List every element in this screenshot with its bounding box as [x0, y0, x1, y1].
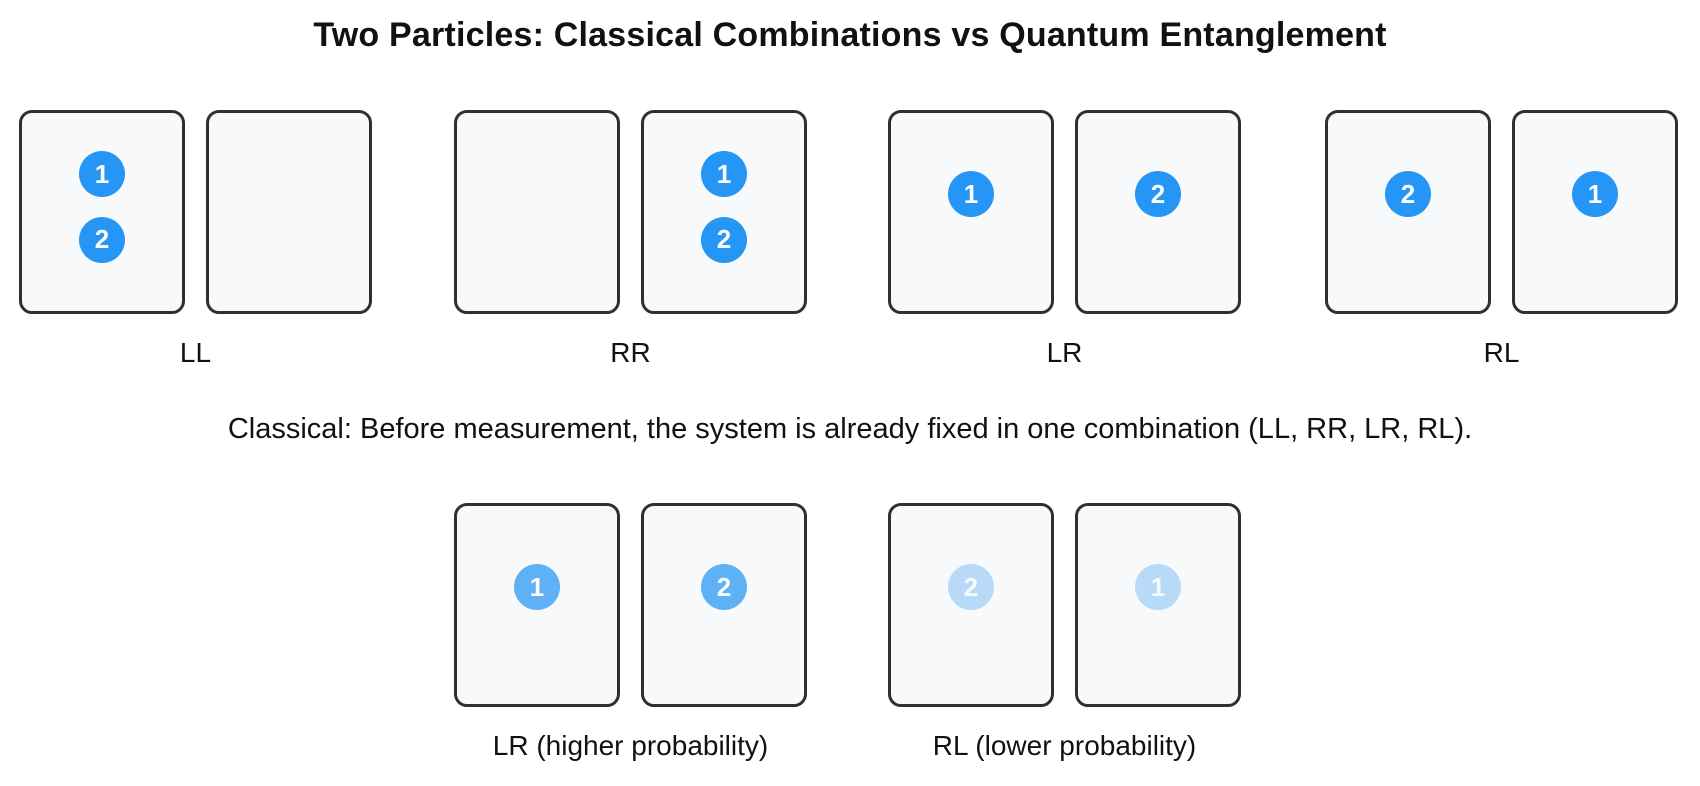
- classical-caption: Classical: Before measurement, the syste…: [227, 413, 1473, 445]
- right-box: 1: [1075, 503, 1241, 707]
- particle-2-badge: 2: [79, 216, 125, 263]
- box-pair: 1 2: [454, 110, 807, 314]
- particle-2-badge-faded: 2: [701, 564, 747, 611]
- left-box: 2: [1325, 110, 1491, 314]
- particle-1-badge-faded: 1: [514, 564, 560, 611]
- right-box: 2: [1075, 110, 1241, 314]
- group-label-rr: RR: [610, 337, 651, 368]
- left-box: 1: [888, 110, 1054, 314]
- particle-1-badge: 1: [79, 151, 125, 198]
- particle-2-badge-faint: 2: [948, 564, 994, 611]
- group-label-lr-higher: LR (higher probability): [492, 730, 769, 761]
- particle-1-badge: 1: [1572, 171, 1618, 218]
- right-box: 2: [641, 503, 807, 707]
- particle-2-badge: 2: [701, 216, 747, 263]
- right-box: 1: [1512, 110, 1678, 314]
- quantum-group-lr: 1 2 LR (higher probability): [454, 503, 807, 763]
- classical-group-lr: 1 2 LR: [888, 110, 1241, 370]
- quantum-group-rl: 2 1 RL (lower probability): [888, 503, 1241, 763]
- box-pair: 1 2: [454, 503, 807, 707]
- box-pair: 1 2: [888, 110, 1241, 314]
- particle-2-badge: 2: [1385, 171, 1431, 218]
- right-box: 1 2: [641, 110, 807, 314]
- left-box-empty: [454, 110, 620, 314]
- left-box: 1: [454, 503, 620, 707]
- particle-1-badge-faint: 1: [1135, 564, 1181, 611]
- page-title: Two Particles: Classical Combinations vs…: [313, 16, 1387, 54]
- right-box-empty: [206, 110, 372, 314]
- group-label-rl: RL: [1483, 337, 1520, 368]
- classical-group-rl: 2 1 RL: [1325, 110, 1678, 370]
- particle-1-badge: 1: [948, 171, 994, 218]
- box-pair: 2 1: [888, 503, 1241, 707]
- classical-group-ll: 1 2 LL: [19, 110, 372, 370]
- group-label-rl-lower: RL (lower probability): [932, 730, 1197, 761]
- particle-1-badge: 1: [701, 151, 747, 198]
- left-box: 2: [888, 503, 1054, 707]
- box-pair: 2 1: [1325, 110, 1678, 314]
- left-box: 1 2: [19, 110, 185, 314]
- group-label-lr: LR: [1046, 337, 1083, 368]
- box-pair: 1 2: [19, 110, 372, 314]
- classical-group-rr: 1 2 RR: [454, 110, 807, 370]
- group-label-ll: LL: [179, 337, 212, 368]
- particle-2-badge: 2: [1135, 171, 1181, 218]
